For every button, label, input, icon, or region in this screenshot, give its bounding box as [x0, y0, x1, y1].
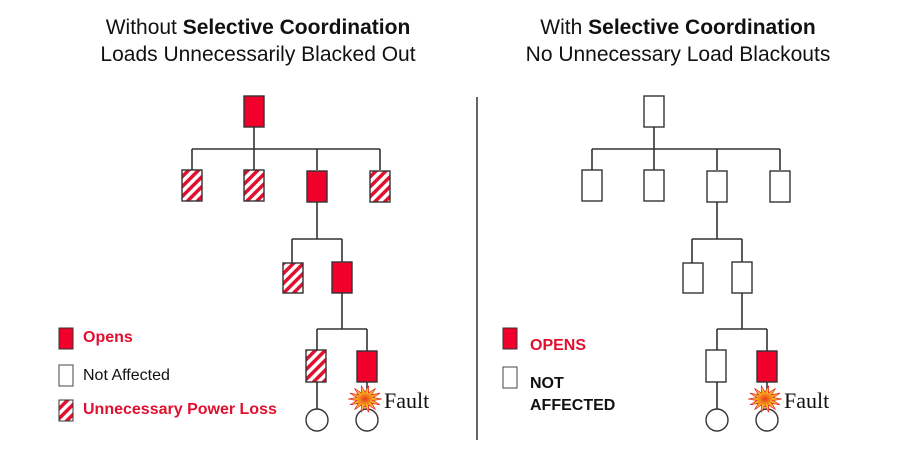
fault-starburst-icon [748, 385, 782, 413]
legend-right-not-affected-line2: AFFECTED [530, 397, 616, 414]
left-subtitle: Loads Unnecessarily Blacked Out [100, 43, 416, 66]
breaker-branch_1 [305, 349, 327, 383]
legend-right-opens-swatch [502, 327, 518, 350]
legend-left-unnecessary-label: Unnecessary Power Loss [83, 401, 277, 418]
legend-left-unnecessary-swatch [58, 399, 74, 422]
breaker-feeder_4 [769, 170, 791, 203]
breaker-feeder_3 [706, 170, 728, 203]
right-tree: Fault [581, 95, 829, 432]
right-subtitle: No Unnecessary Load Blackouts [525, 43, 831, 66]
left-tree: Fault [181, 95, 429, 432]
load-2 [355, 408, 379, 432]
legend-right-not-affected-line1: NOT [530, 375, 564, 392]
right-title-line1: With Selective Coordination [468, 14, 888, 41]
legend-left-opens-label: Opens [83, 329, 133, 346]
left-title-bold: Selective Coordination [182, 16, 411, 39]
breaker-main [243, 95, 265, 128]
left-title-line1: Without Selective Coordination [48, 14, 468, 41]
legend-right-not-affected-swatch [502, 366, 518, 389]
breaker-feeder_4 [369, 170, 391, 203]
breaker-feeder_1 [581, 169, 603, 202]
legend-right-opens-label: OPENS [530, 337, 587, 354]
breaker-sub_2 [331, 261, 353, 294]
breaker-main [643, 95, 665, 128]
breaker-sub_2 [731, 261, 753, 294]
breaker-branch_1 [705, 349, 727, 383]
breaker-sub_1 [282, 262, 304, 294]
left-title: Without Selective Coordination Loads Unn… [48, 14, 468, 68]
load-1 [305, 408, 329, 432]
fault-label: Fault [784, 388, 829, 413]
breaker-feeder_2 [243, 169, 265, 202]
legend-left-not-affected-label: Not Affected [83, 367, 170, 384]
load-2 [755, 408, 779, 432]
breaker-feeder_1 [181, 169, 203, 202]
fault-label: Fault [384, 388, 429, 413]
breaker-feeder_2 [643, 169, 665, 202]
legend-right-not-affected-label: NOT AFFECTED [530, 373, 615, 417]
right-title-prefix: With [540, 16, 589, 39]
breaker-branch_2 [756, 350, 778, 383]
right-title: With Selective Coordination No Unnecessa… [468, 14, 888, 68]
breaker-branch_2 [356, 350, 378, 383]
left-title-prefix: Without [105, 16, 183, 39]
legend-left-opens-swatch [58, 327, 74, 350]
load-1 [705, 408, 729, 432]
breaker-feeder_3 [306, 170, 328, 203]
right-title-bold: Selective Coordination [588, 16, 816, 39]
breaker-sub_1 [682, 262, 704, 294]
legend-left-not-affected-swatch [58, 364, 74, 387]
fault-starburst-icon [348, 385, 382, 413]
